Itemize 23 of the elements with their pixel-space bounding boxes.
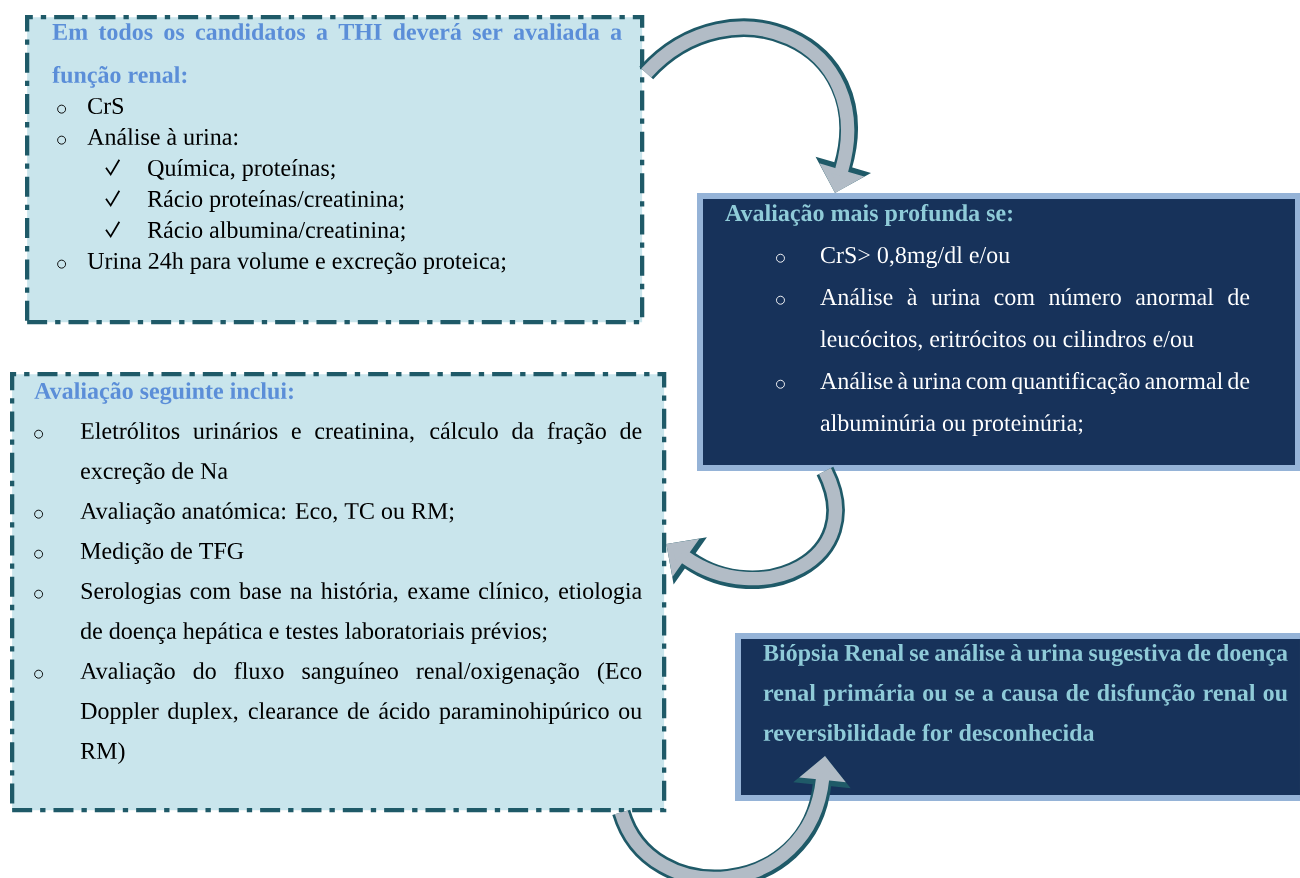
list-item: CrS> 0,8mg/dl e/ou <box>821 246 1010 269</box>
list-item: Eletrólitos urinários e creatinina, cálculo da fração de excreção de Na <box>80 421 642 484</box>
list-item: Análise à urina: <box>87 128 238 146</box>
list-item: Medição de TFG <box>80 542 244 564</box>
list-item: Serologias com base na história, exame clínico, etiologia de doença hepática e testes laboratoriais prévios; <box>81 582 642 644</box>
highlight-box <box>697 193 1300 471</box>
highlight-box <box>735 633 1300 801</box>
list-item: Química, proteínas; <box>148 159 335 181</box>
list-item: Rácio proteínas/creatinina; <box>147 190 404 212</box>
list-item: Análise à urina com quantificação anormal de albuminúria ou proteinúria; <box>820 372 1250 436</box>
curved-arrow <box>666 467 845 589</box>
box-heading: Biópsia Renal se análise à urina sugestiva de doença renal primária ou se a causa de disfunção renal ou reversibilidade for desconhecida <box>763 644 1288 741</box>
info-box <box>10 372 667 813</box>
list-item: Urina 24h para volume e excreção proteica; <box>87 252 506 274</box>
box-heading: Em todos os candidatos a THI deverá ser avaliada a função renal: <box>52 23 622 88</box>
list-item: Rácio albumina/creatinina; <box>147 221 405 242</box>
box-heading: Avaliação mais profunda se: <box>725 204 1012 226</box>
box-heading: Avaliação seguinte inclui: <box>34 382 293 405</box>
list-item: CrS <box>88 97 123 115</box>
list-item: Análise à urina com número anormal de leucócitos, eritrócitos ou cilindros e/ou <box>820 288 1250 351</box>
info-box <box>25 15 645 325</box>
list-item: Avaliação do fluxo sanguíneo renal/oxigenação (Eco Doppler duplex, clearance de ácido paraminohipúrico ou RM) <box>80 661 642 764</box>
list-item: Avaliação anatómica: Eco, TC ou RM; <box>80 502 454 524</box>
